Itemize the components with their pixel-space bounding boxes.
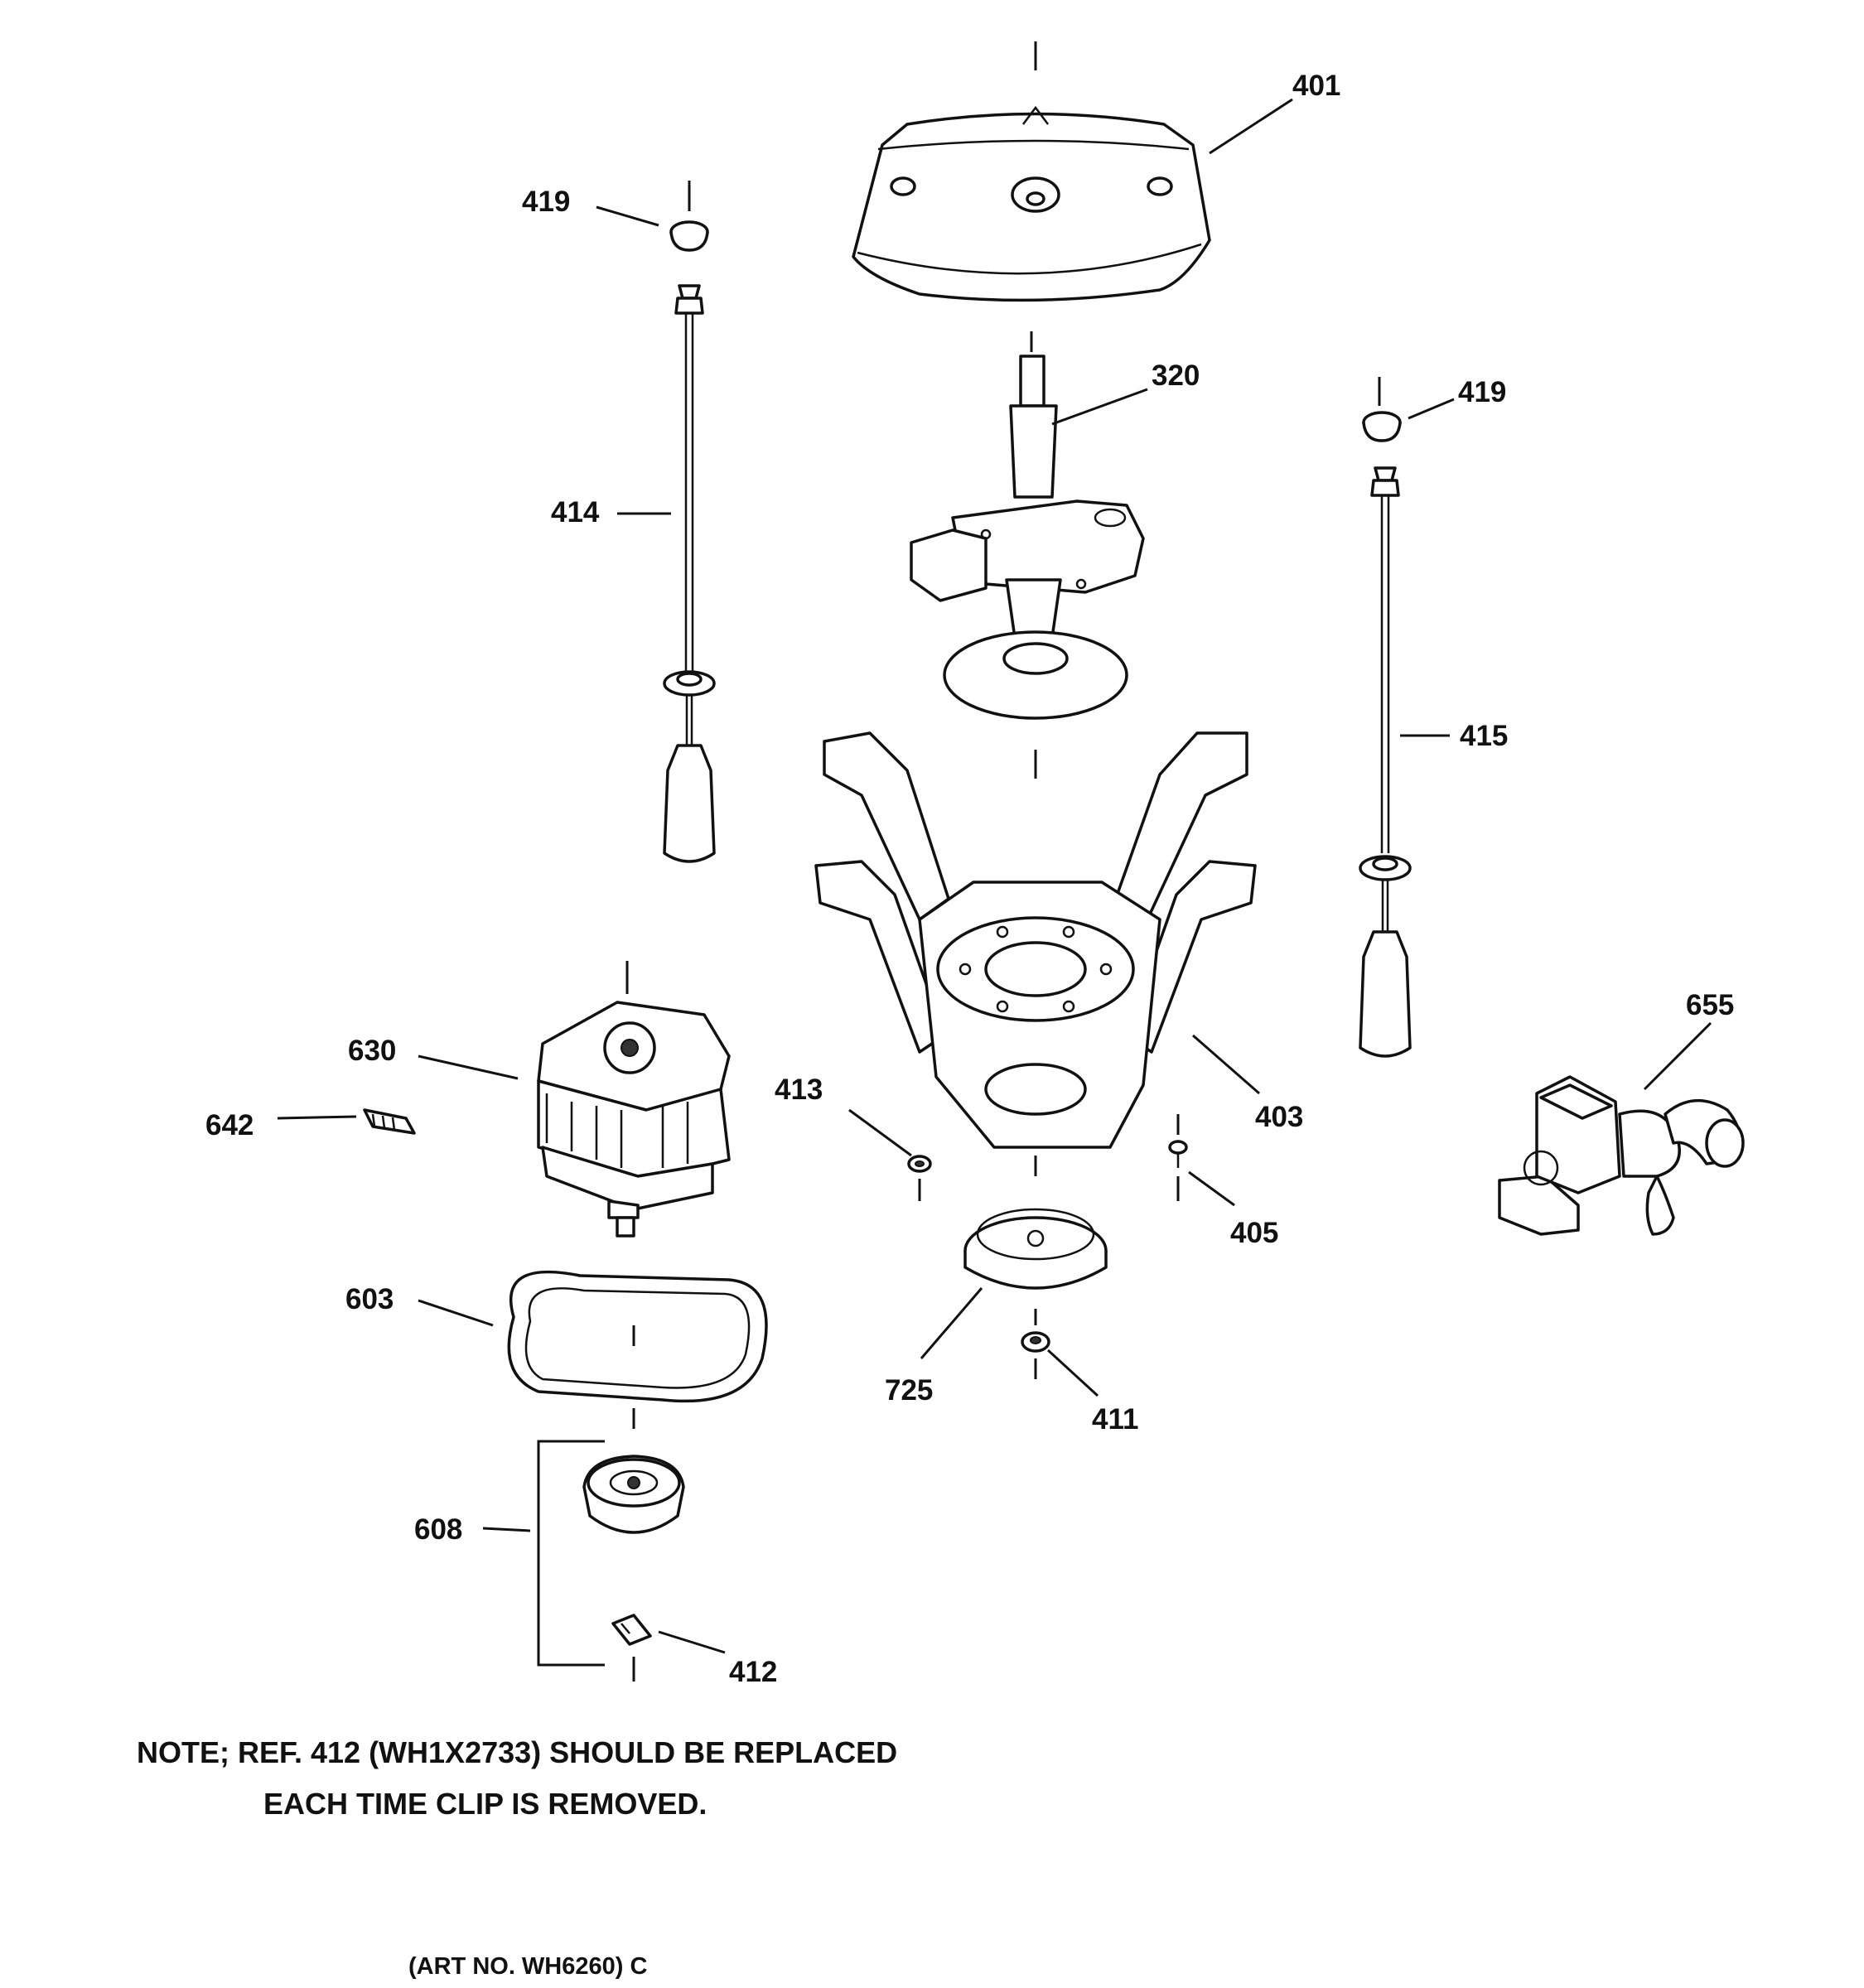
part-405-screw (1168, 1114, 1188, 1201)
callout-655: 655 (1686, 989, 1734, 1021)
callout-608: 608 (414, 1513, 462, 1546)
callout-413: 413 (775, 1074, 823, 1106)
note-line-2: EACH TIME CLIP IS REMOVED. (263, 1787, 707, 1821)
callout-630: 630 (348, 1035, 396, 1067)
part-419-left-cap (669, 181, 709, 252)
callout-415: 415 (1460, 720, 1508, 752)
part-642-connector (363, 1108, 416, 1135)
callout-403: 403 (1255, 1101, 1303, 1133)
callout-412: 412 (729, 1656, 777, 1688)
part-411-nut (1021, 1331, 1050, 1379)
note-line-1: NOTE; REF. 412 (WH1X2733) SHOULD BE REPL… (137, 1735, 897, 1769)
callout-419-left: 419 (522, 186, 570, 218)
callout-labels: 401 419 320 419 414 415 655 630 413 642 … (205, 70, 1734, 1688)
replacement-note: NOTE; REF. 412 (WH1X2733) SHOULD BE REPL… (137, 1735, 897, 1821)
callout-401: 401 (1292, 70, 1340, 102)
part-608-motor-pulley (582, 1455, 685, 1534)
callout-419-right: 419 (1458, 376, 1506, 408)
callout-411: 411 (1092, 1403, 1138, 1436)
art-number: (ART NO. WH6260) C (408, 1953, 647, 1980)
part-419-right-cap (1362, 377, 1402, 442)
part-415-suspension-rod (1359, 466, 1412, 1058)
part-630-motor (537, 961, 731, 1238)
callout-414: 414 (551, 496, 600, 528)
part-413-nut (907, 1155, 932, 1201)
part-414-suspension-rod (663, 284, 716, 863)
callout-320: 320 (1152, 359, 1200, 392)
part-403-support-frame (814, 731, 1257, 1149)
callout-405: 405 (1230, 1217, 1278, 1249)
leader-lines (277, 98, 1712, 1667)
callout-725: 725 (885, 1374, 933, 1407)
part-655-pump (1498, 1075, 1745, 1236)
callout-603: 603 (345, 1283, 394, 1315)
part-412-clip (611, 1614, 652, 1682)
part-725-pulley (963, 1156, 1108, 1325)
part-320-transmission (910, 331, 1145, 779)
part-401-cover (852, 41, 1211, 302)
part-603-belt (507, 1270, 768, 1429)
callout-642: 642 (205, 1109, 254, 1141)
